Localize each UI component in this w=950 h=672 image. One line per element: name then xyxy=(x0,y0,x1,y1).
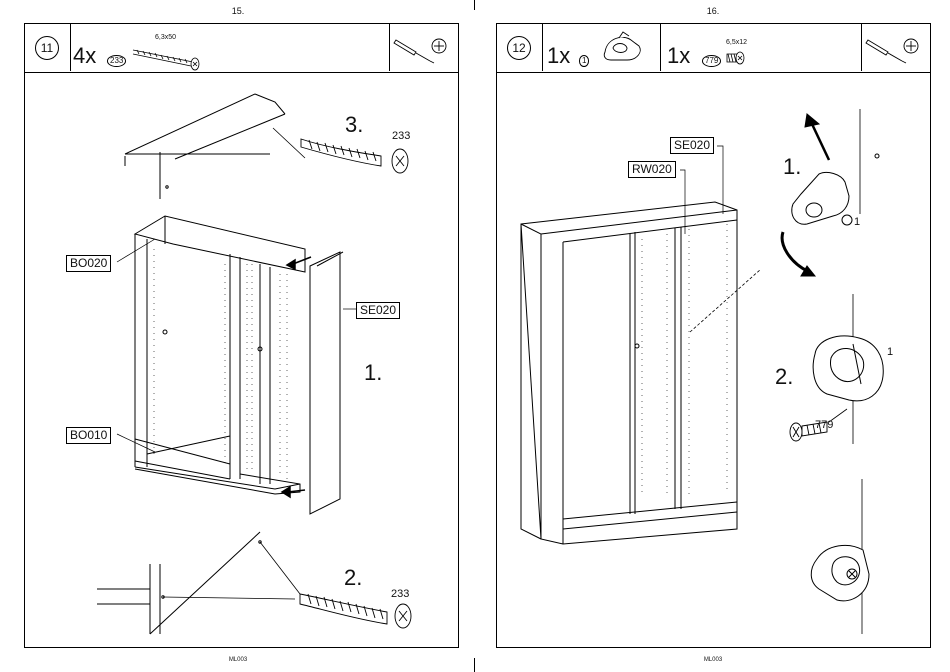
label-se020: SE020 xyxy=(356,302,400,319)
crop-mark-top xyxy=(474,0,475,10)
page-number-right: 16. xyxy=(693,6,733,16)
callout-233-bottom: 233 xyxy=(391,589,409,600)
right-page: 12 1x 1 1x 779 6,5x12 xyxy=(496,23,931,648)
label-se020: SE020 xyxy=(670,137,714,154)
substep-1: 1. xyxy=(783,156,801,178)
page-number-left: 15. xyxy=(218,6,258,16)
footer-code-left: ML003 xyxy=(218,657,258,663)
right-assembly-drawing xyxy=(497,24,932,649)
callout-233-top: 233 xyxy=(392,131,410,142)
callout-779: 779 xyxy=(815,420,833,431)
label-rw020: RW020 xyxy=(628,161,676,178)
substep-2: 2. xyxy=(344,567,362,589)
left-assembly-drawing xyxy=(25,24,460,649)
callout-part-1-bottom: 1 xyxy=(887,347,893,358)
crop-mark-bottom xyxy=(474,658,475,672)
callout-part-1-top: 1 xyxy=(854,217,860,228)
left-page: 11 4x 233 6,3x50 xyxy=(24,23,459,648)
substep-1: 1. xyxy=(364,362,382,384)
label-bo020: BO020 xyxy=(66,255,111,272)
substep-2: 2. xyxy=(775,366,793,388)
label-bo010: BO010 xyxy=(66,427,111,444)
footer-code-right: ML003 xyxy=(693,657,733,663)
substep-3: 3. xyxy=(345,114,363,136)
